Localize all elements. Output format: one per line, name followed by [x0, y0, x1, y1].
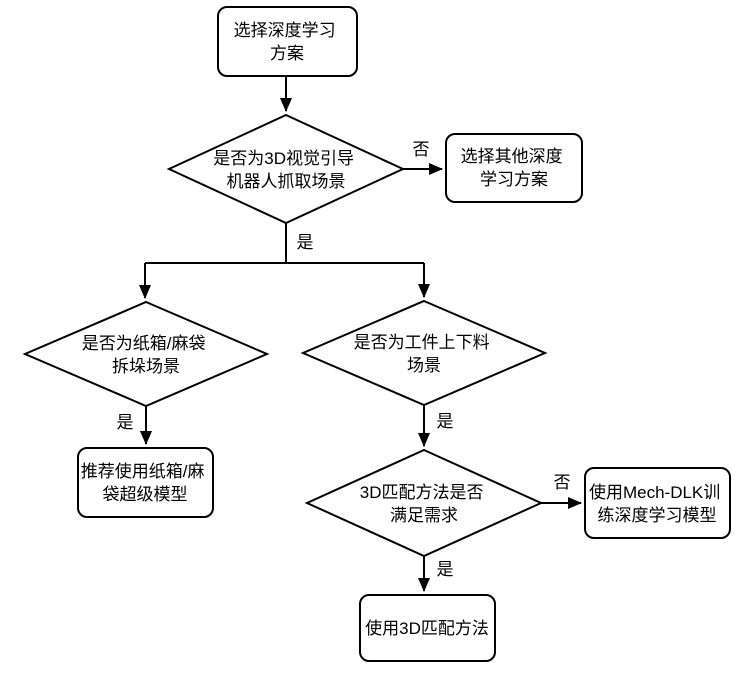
node-decision-3d-vision: [166, 113, 406, 225]
node-mech-dlk: [584, 467, 731, 539]
edge-label-yes-decision4: 是: [437, 560, 454, 579]
node-decision-workpiece-loading: [300, 299, 548, 407]
edge-label-yes-decision3: 是: [437, 412, 454, 431]
node-decision-workpiece-loading-label: 是否为工件上下料 场景: [354, 333, 495, 375]
edge-label-yes-decision1: 是: [297, 233, 314, 252]
edge-label-no-decision4: 否: [554, 473, 571, 492]
edge-label-no-decision1: 否: [413, 140, 430, 159]
node-use-3d-matching: [359, 594, 496, 662]
node-decision-3d-matching-label: 3D匹配方法是否 满足需求: [360, 483, 488, 525]
node-other-solution: [445, 133, 583, 203]
node-decision-depalletizing-label: 是否为纸箱/麻袋 拆垛场景: [82, 334, 210, 376]
node-decision-3d-vision-label: 是否为3D视觉引导 机器人抓取场景: [213, 149, 358, 191]
node-super-model-label: 推荐使用纸箱/麻 袋超级模型: [81, 461, 209, 504]
node-other-solution-label: 选择其他深度 学习方案: [461, 147, 568, 189]
edge-label-yes-decision2: 是: [117, 413, 134, 432]
node-super-model: [77, 447, 214, 518]
node-decision-3d-matching: [304, 448, 544, 558]
node-use-3d-matching-label: 使用3D匹配方法: [365, 618, 489, 638]
node-mech-dlk-label: 使用Mech-DLK训 练深度学习模型: [589, 482, 725, 525]
edge-decision1-yes-split: [145, 223, 424, 264]
node-decision-depalletizing: [22, 300, 270, 408]
node-start: [217, 6, 358, 77]
node-start-label: 选择深度学习 方案: [234, 21, 341, 63]
